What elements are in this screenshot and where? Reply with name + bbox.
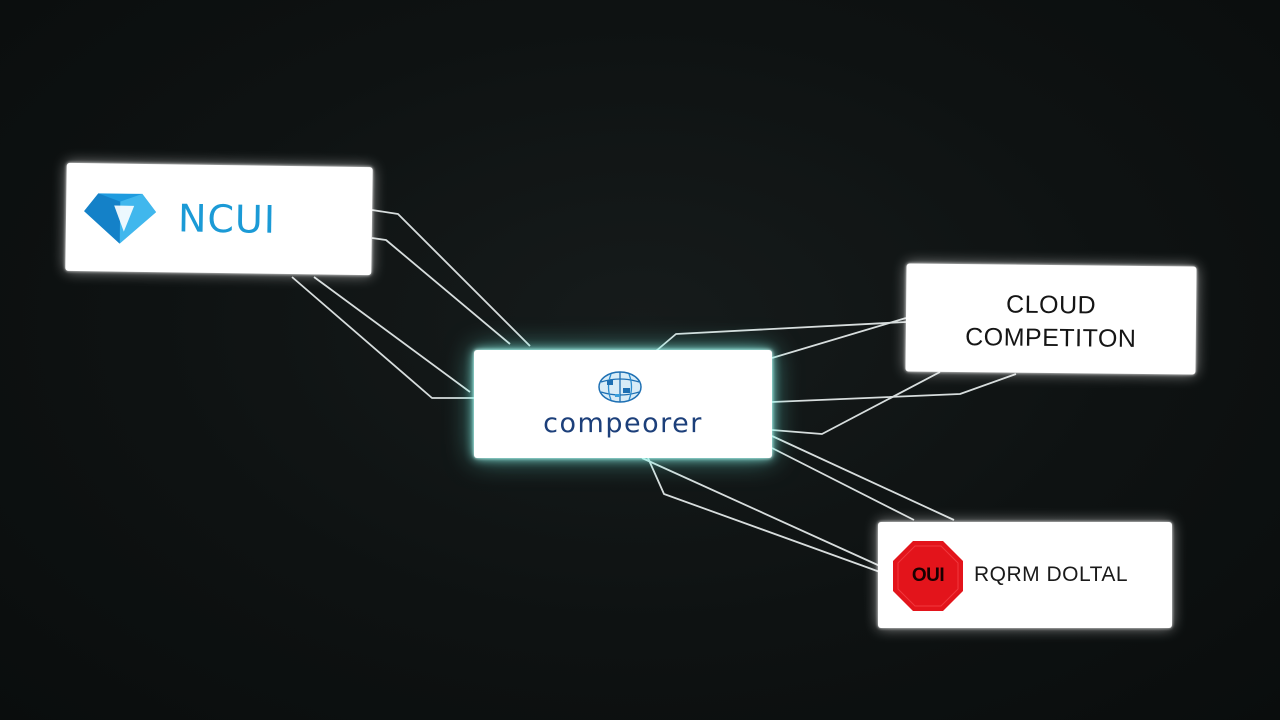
- connector-composer-digital-c: [641, 457, 881, 567]
- connector-composer-cloud-d: [771, 371, 941, 435]
- connector-composer-cloud-a: [655, 321, 907, 352]
- composer-node[interactable]: compeorer: [474, 350, 772, 458]
- globe-logo-icon: [598, 371, 642, 403]
- cloud-competition-label: CLOUD COMPETITON: [906, 287, 1197, 356]
- ncui-logo-text: NCUI: [177, 196, 277, 242]
- cloud-label-line1: CLOUD: [1005, 290, 1097, 320]
- diamond-logo-icon: [84, 193, 157, 244]
- octagon-badge-icon: [893, 541, 963, 611]
- digital-node[interactable]: OUI RQRM DOLTAL: [878, 522, 1172, 628]
- connector-composer-digital-d: [647, 457, 881, 573]
- badge-text: OUI: [911, 565, 945, 586]
- composer-logo-text: compeorer: [543, 408, 703, 439]
- cloud-competition-node[interactable]: CLOUD COMPETITON: [905, 263, 1197, 375]
- connector-composer-cloud-b: [771, 317, 907, 359]
- connector-composer-digital-b: [771, 447, 915, 521]
- connector-ncui-composer-a: [371, 209, 531, 347]
- connector-composer-digital-a: [771, 435, 955, 521]
- connector-composer-cloud-c: [771, 373, 1017, 403]
- connector-ncui-composer-c: [291, 276, 478, 399]
- connector-ncui-composer-d: [313, 276, 471, 393]
- digital-label: RQRM DOLTAL: [974, 563, 1129, 586]
- cloud-label-line2: COMPETITON: [965, 323, 1137, 353]
- connector-ncui-composer-b: [371, 237, 511, 345]
- ncui-node[interactable]: NCUI: [65, 162, 373, 276]
